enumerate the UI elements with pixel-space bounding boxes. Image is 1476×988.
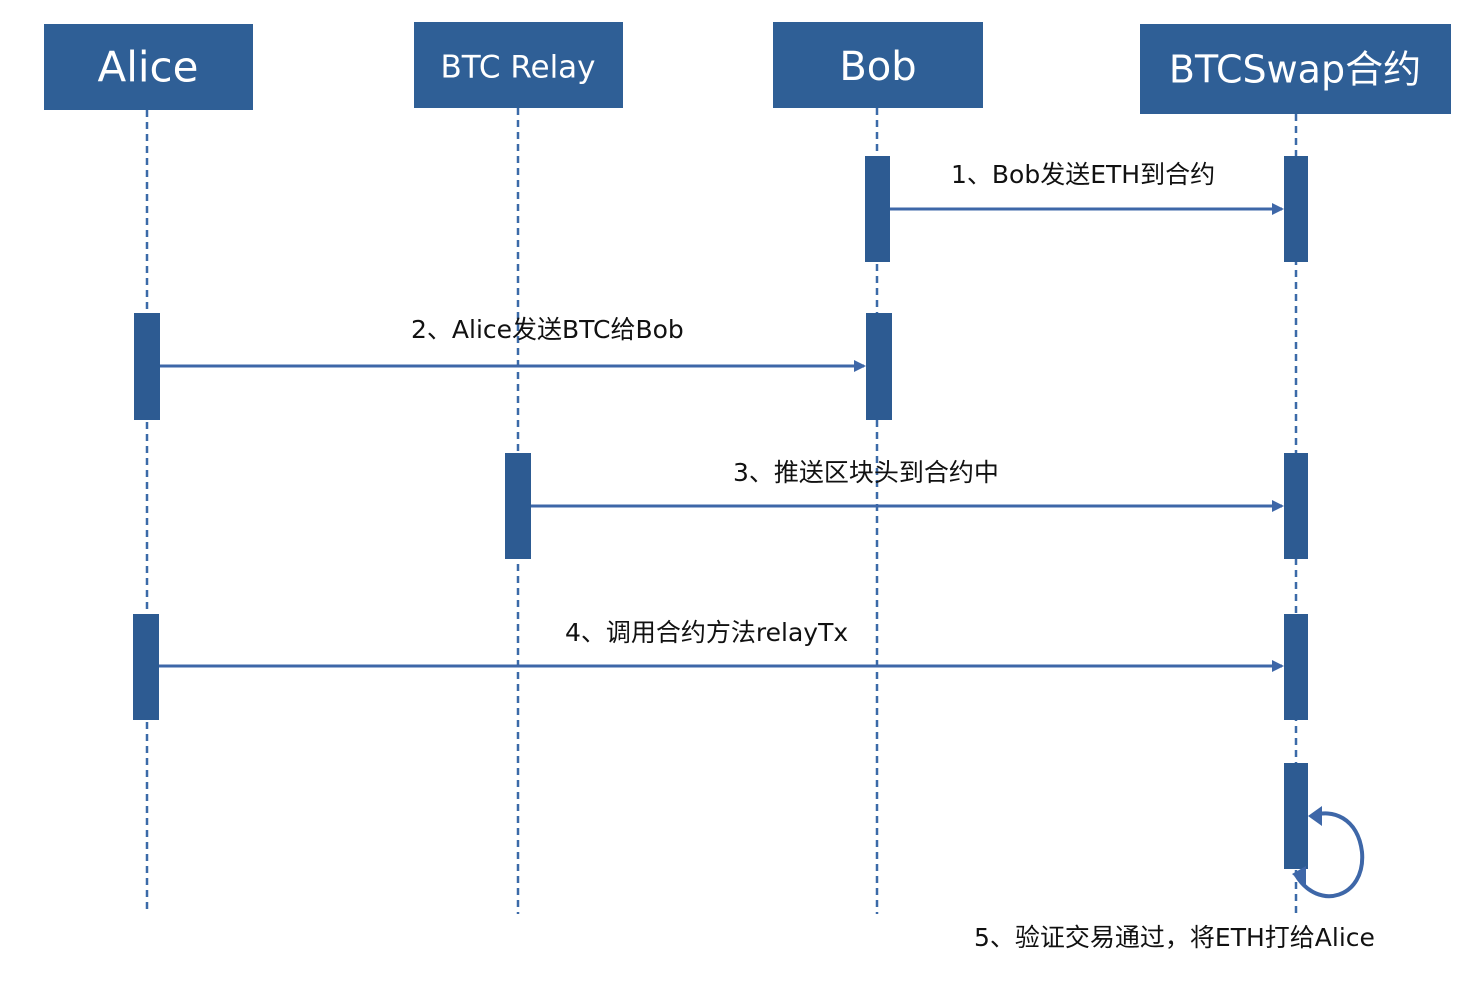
- message-label-1: 1、Bob发送ETH到合约: [951, 160, 1215, 189]
- message-arrow-5-self: [1294, 811, 1365, 899]
- actor-label-alice: Alice: [97, 43, 198, 92]
- activation-btcswap-5: [1284, 763, 1308, 869]
- message-label-5: 5、验证交易通过，将ETH打给Alice: [974, 923, 1375, 952]
- activation-btc-relay-3: [505, 453, 531, 559]
- activation-alice-4: [133, 614, 159, 720]
- activation-bob-1: [865, 156, 890, 262]
- activation-btcswap-3: [1284, 453, 1308, 559]
- actor-box-bob: [773, 22, 983, 108]
- activation-alice-2: [134, 313, 160, 420]
- actor-box-btc-relay: [414, 22, 623, 108]
- message-label-2: 2、Alice发送BTC给Bob: [411, 315, 684, 344]
- self-call-arrowhead-bottom: [1292, 866, 1306, 886]
- message-label-3: 3、推送区块头到合约中: [733, 458, 999, 487]
- actor-bob: Bob: [773, 22, 983, 108]
- actor-label-btcswap: BTCSwap合约: [1169, 48, 1421, 92]
- activation-btcswap-4: [1284, 614, 1308, 720]
- actor-label-bob: Bob: [839, 44, 916, 90]
- actor-alice: Alice: [44, 24, 253, 110]
- message-label-4: 4、调用合约方法relayTx: [565, 618, 848, 647]
- actor-label-btc-relay: BTC Relay: [440, 50, 595, 86]
- activation-bob-2: [866, 313, 892, 420]
- actor-box-alice: [44, 24, 253, 110]
- actor-btc-relay: BTC Relay: [414, 22, 623, 108]
- activation-btcswap-1: [1284, 156, 1308, 262]
- self-call-arrowhead-top: [1308, 806, 1322, 826]
- actor-btcswap: BTCSwap合约: [1140, 24, 1451, 114]
- actor-box-btcswap: [1140, 24, 1451, 114]
